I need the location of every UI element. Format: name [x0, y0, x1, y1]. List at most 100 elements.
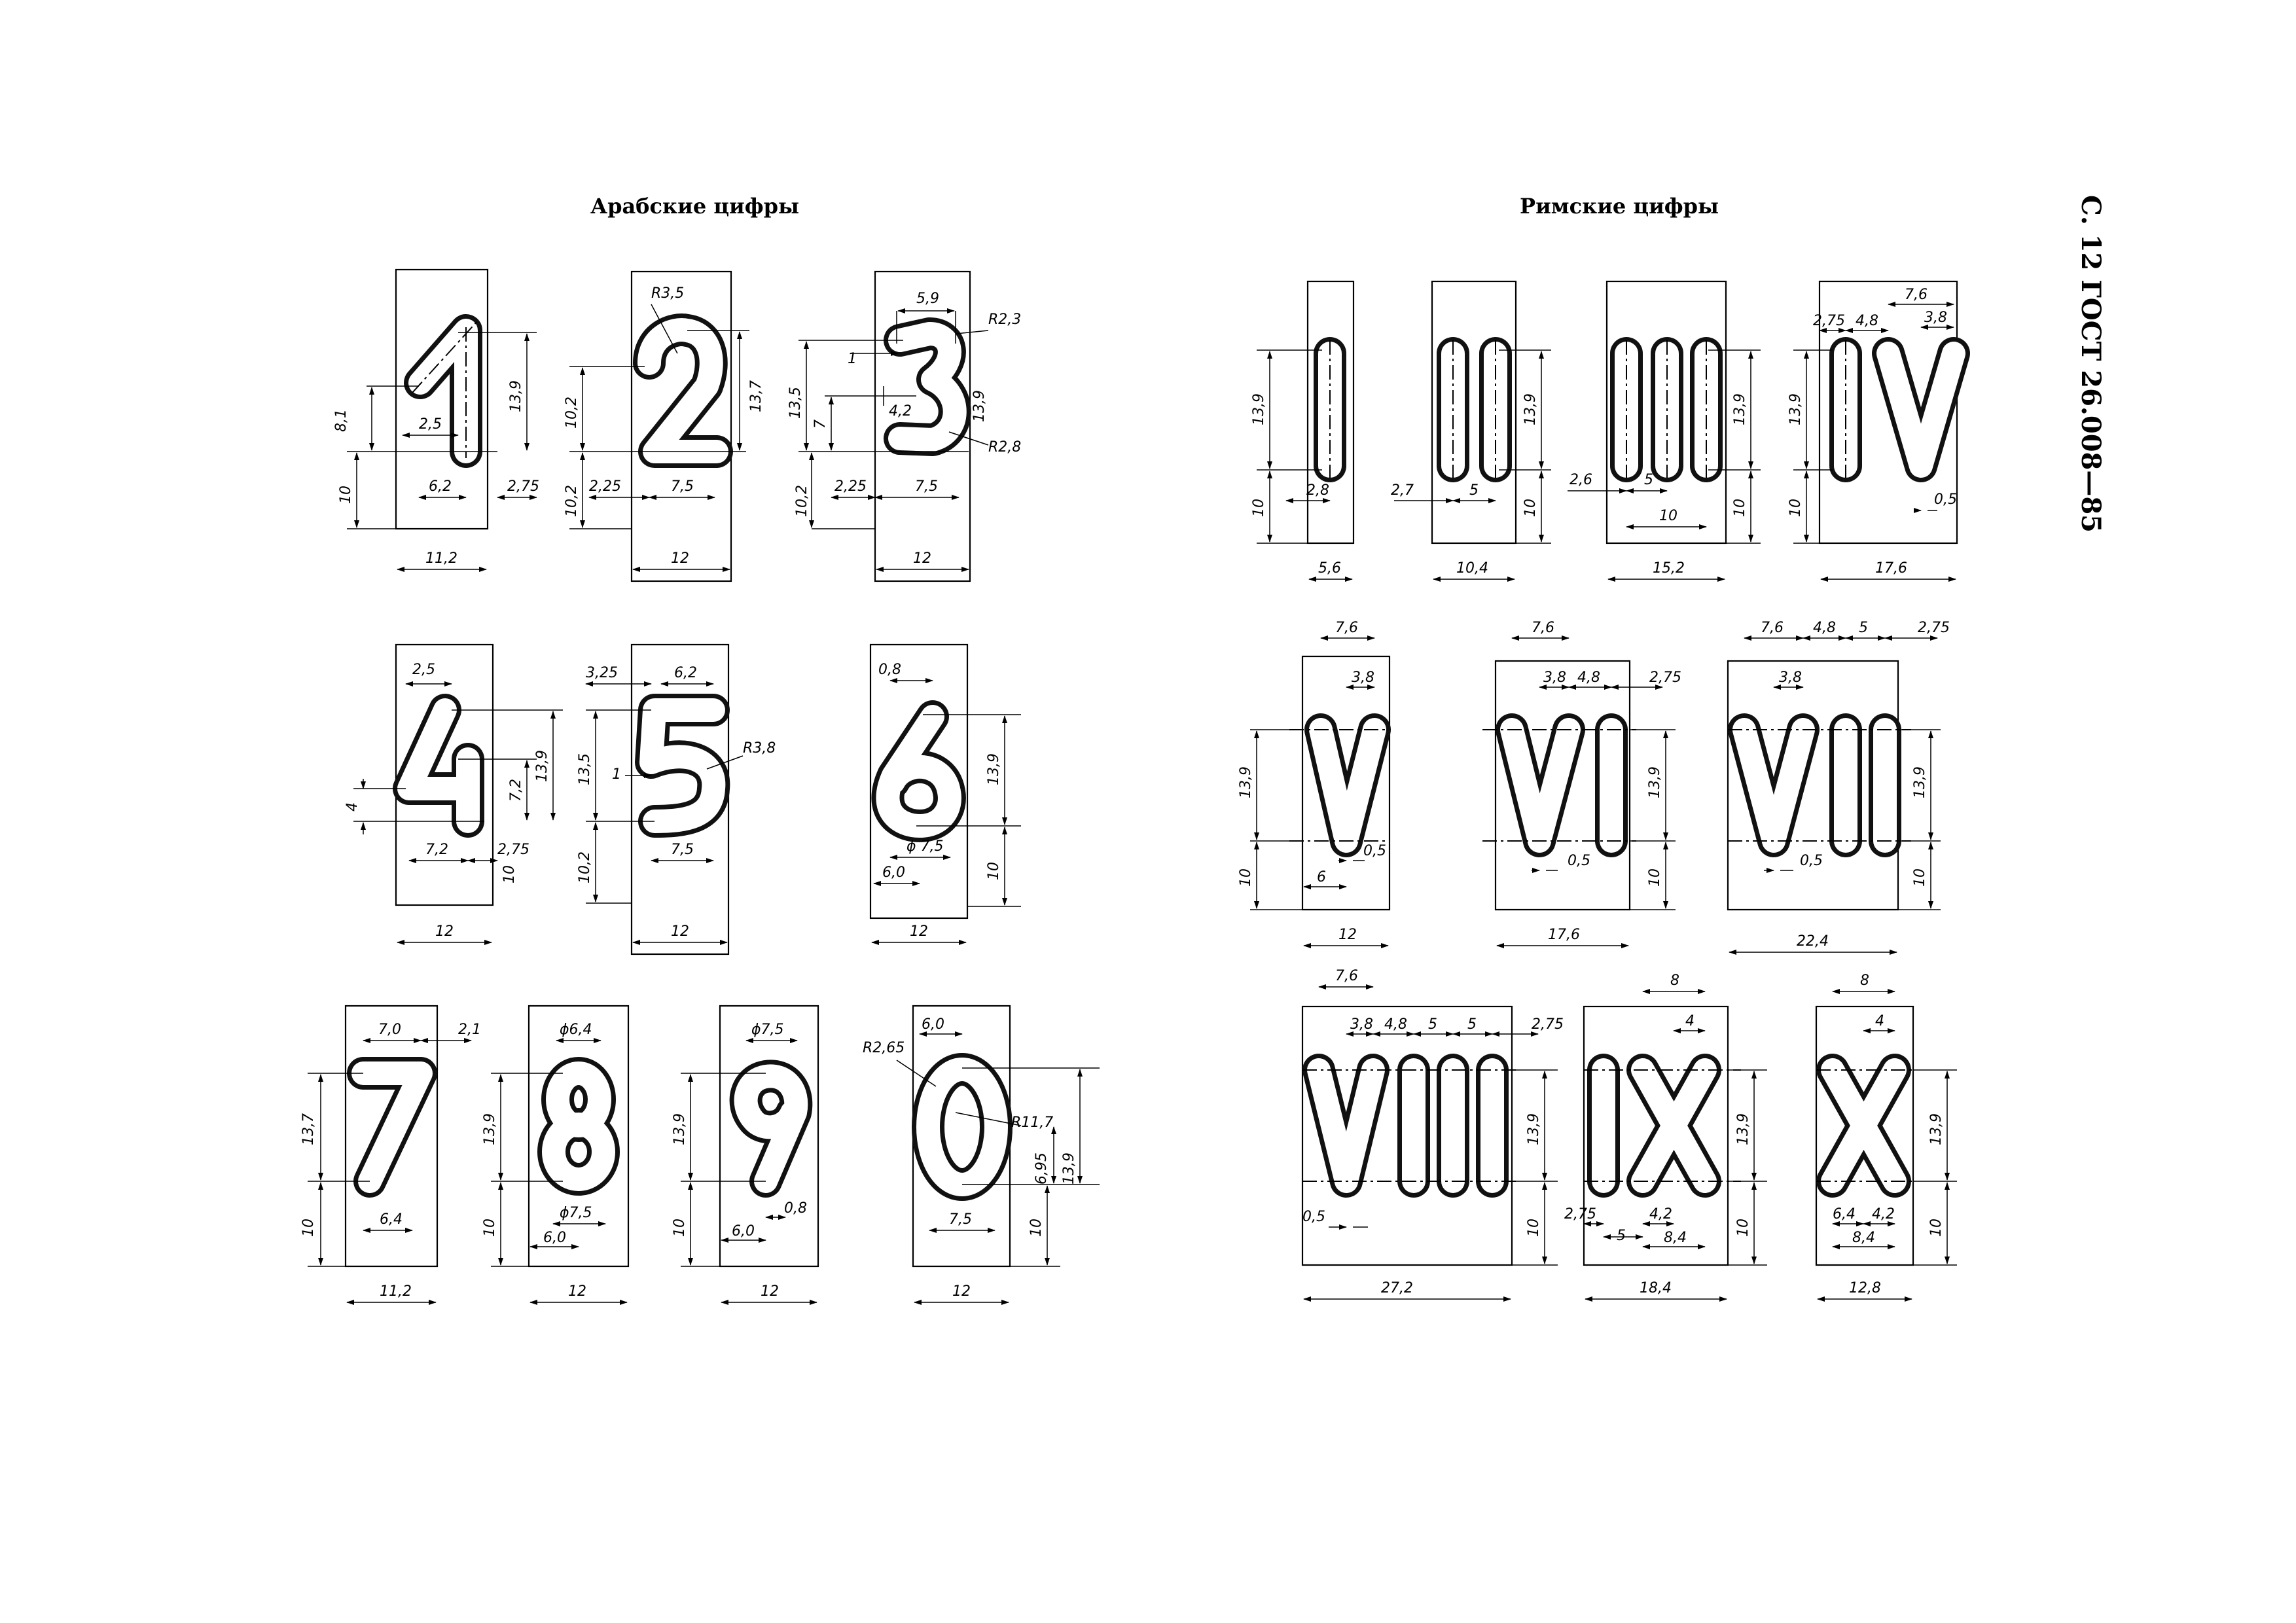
roman-VII-right: 2,75 [1918, 620, 1950, 636]
roman-VII-gap1: 4,8 [1813, 620, 1836, 636]
roman-X-half: 4 [1875, 1013, 1884, 1029]
roman-VIII-gap3: 5 [1467, 1016, 1477, 1033]
roman-VI-height: 13,9 [1647, 766, 1663, 798]
roman-VIII-right: 2,75 [1532, 1016, 1564, 1033]
digit-4-mid-height: 7,2 [508, 779, 524, 802]
digit-0-inner-height: 6,95 [1033, 1152, 1050, 1185]
digit-4-lower-height: 10 [501, 865, 518, 883]
roman-V-small: 0,5 [1363, 843, 1386, 859]
roman-VIII-lower-height: 10 [1526, 1219, 1542, 1237]
roman-II-left: 2,7 [1391, 482, 1414, 499]
digit-3-left: 2,25 [834, 478, 867, 495]
digit-9-total-height: 13,9 [672, 1113, 688, 1145]
digit-0-figure: R2,65 6,0 R11,7 6,95 13,9 7,5 10 12 [863, 1005, 1100, 1305]
digit-3-radius-bottom: R2,8 [988, 439, 1021, 455]
digit-0-total-height: 13,9 [1061, 1152, 1077, 1185]
roman-V-bottom: 6 [1317, 869, 1326, 885]
digit-4-stroke-width: 7,2 [425, 842, 448, 858]
roman-IV-b: 4,8 [1856, 313, 1878, 329]
roman-X-top: 8 [1860, 972, 1869, 989]
digit-2-right-height: 13,7 [748, 380, 764, 412]
digit-3-right-height: 13,9 [971, 390, 988, 422]
digit-3-width: 12 [913, 550, 931, 567]
roman-II-lower-height: 10 [1522, 499, 1539, 517]
roman-VII-gap2: 5 [1859, 620, 1868, 636]
roman-X-b2: 4,2 [1872, 1206, 1895, 1222]
roman-VI-half: 3,8 [1543, 669, 1566, 686]
digit-8-figure: ϕ6,4 13,9 ϕ7,5 6,0 10 12 [482, 1005, 630, 1305]
roman-VII-top: 7,6 [1761, 620, 1784, 636]
roman-I-figure: 13,9 2,8 10 5,6 [1251, 280, 1355, 582]
digit-5-left-small: 1 [612, 766, 621, 783]
roman-X-width: 12,8 [1849, 1280, 1881, 1296]
digit-0-width: 12 [952, 1283, 971, 1300]
digit-9-figure: ϕ7,5 13,9 6,0 0,8 10 12 [672, 1005, 819, 1305]
roman-II-width: 10,4 [1456, 560, 1488, 577]
digit-6-offset: 6,0 [882, 865, 905, 881]
digit-5-left: 3,25 [586, 665, 618, 681]
roman-IV-width: 17,6 [1875, 560, 1907, 577]
digit-3-left-small: 1 [848, 351, 857, 367]
digit-6-figure: 0,8 13,9 ϕ 7,5 6,0 10 12 [869, 643, 1021, 945]
digit-3-mid-height: 7 [812, 419, 829, 429]
roman-VI-top: 7,6 [1532, 620, 1554, 636]
digit-1-lower-height: 10 [338, 486, 354, 504]
digit-9-diameter: ϕ7,5 [751, 1022, 784, 1038]
digit-1-right: 2,75 [507, 478, 539, 495]
roman-II-gap: 5 [1469, 482, 1479, 499]
digit-5-stroke-width: 7,5 [671, 842, 694, 858]
digit-7-right: 2,1 [458, 1022, 481, 1038]
roman-IV-figure: 2,75 4,8 7,6 3,8 13,9 0,5 10 17,6 [1787, 280, 1970, 582]
digit-7-figure: 7,0 2,1 13,7 6,4 10 11,2 [300, 1005, 481, 1305]
roman-III-width: 15,2 [1653, 560, 1685, 577]
roman-I-stroke-width: 2,8 [1306, 482, 1329, 499]
roman-VII-half: 3,8 [1779, 669, 1802, 686]
digit-0-top-width: 6,0 [922, 1016, 944, 1033]
roman-II-height: 13,9 [1522, 393, 1539, 425]
digit-8-diameter-top: ϕ6,4 [560, 1022, 592, 1038]
roman-IV-lower-height: 10 [1787, 499, 1804, 517]
digit-4-total-height: 13,9 [534, 750, 550, 782]
roman-III-height: 13,9 [1732, 393, 1748, 425]
roman-VI-lower-height: 10 [1647, 868, 1663, 887]
roman-IX-height: 13,9 [1735, 1113, 1751, 1145]
digit-6-total-height: 13,9 [986, 753, 1002, 785]
roman-X-b1: 6,4 [1833, 1206, 1856, 1222]
roman-III-span: 10 [1659, 508, 1677, 524]
digit-0-lower-height: 10 [1028, 1219, 1045, 1237]
roman-I-width: 5,6 [1318, 560, 1341, 577]
digit-8-diameter-bottom: ϕ7,5 [560, 1205, 592, 1221]
roman-VIII-figure: 7,6 3,8 4,8 5 5 2,75 13,9 0,5 10 27,2 [1301, 968, 1564, 1302]
digit-9-offset: 6,0 [732, 1223, 755, 1240]
digit-6-top: 0,8 [878, 662, 901, 678]
digit-2-left-height: 10,2 [564, 397, 580, 429]
roman-VII-figure: 7,6 4,8 5 2,75 3,8 13,9 0,5 10 22,4 [1727, 620, 1950, 955]
digit-3-top-width: 5,9 [916, 291, 939, 307]
digit-5-figure: 3,25 6,2 R3,8 13,5 1 10,2 7,5 12 [577, 643, 776, 955]
digit-1-figure: 8,1 10 13,9 2,5 6,2 2,75 11,2 [333, 268, 539, 572]
digit-7-top-width: 7,0 [378, 1022, 401, 1038]
digit-2-radius: R3,5 [651, 285, 684, 302]
digit-5-radius: R3,8 [743, 740, 776, 757]
digit-5-total-height: 13,5 [577, 753, 593, 785]
digit-6-width: 12 [910, 923, 928, 940]
roman-I-height: 13,9 [1251, 393, 1267, 425]
digit-4-small-height: 4 [344, 802, 361, 812]
digit-3-radius-top: R2,3 [988, 312, 1021, 328]
roman-VIII-top: 7,6 [1335, 968, 1358, 984]
roman-V-height: 13,9 [1238, 766, 1254, 798]
roman-VII-lower-height: 10 [1912, 868, 1928, 887]
roman-I-lower-height: 10 [1251, 499, 1267, 517]
digit-2-figure: R3,5 10,2 13,7 10,2 2,25 7,5 12 [564, 270, 764, 582]
digit-4-width: 12 [435, 923, 454, 940]
digit-1-offset: 2,5 [419, 416, 442, 433]
digit-4-right: 2,75 [497, 842, 529, 858]
roman-section-title: Римские цифры [1520, 194, 1719, 219]
digit-1-slant-height: 8,1 [333, 409, 350, 432]
roman-II-figure: 2,7 5 13,9 10 10,4 [1391, 280, 1551, 582]
roman-IV-height: 13,9 [1787, 393, 1804, 425]
digit-2-left: 2,25 [589, 478, 621, 495]
roman-VII-height: 13,9 [1912, 766, 1928, 798]
roman-X-b3: 8,4 [1852, 1230, 1875, 1246]
